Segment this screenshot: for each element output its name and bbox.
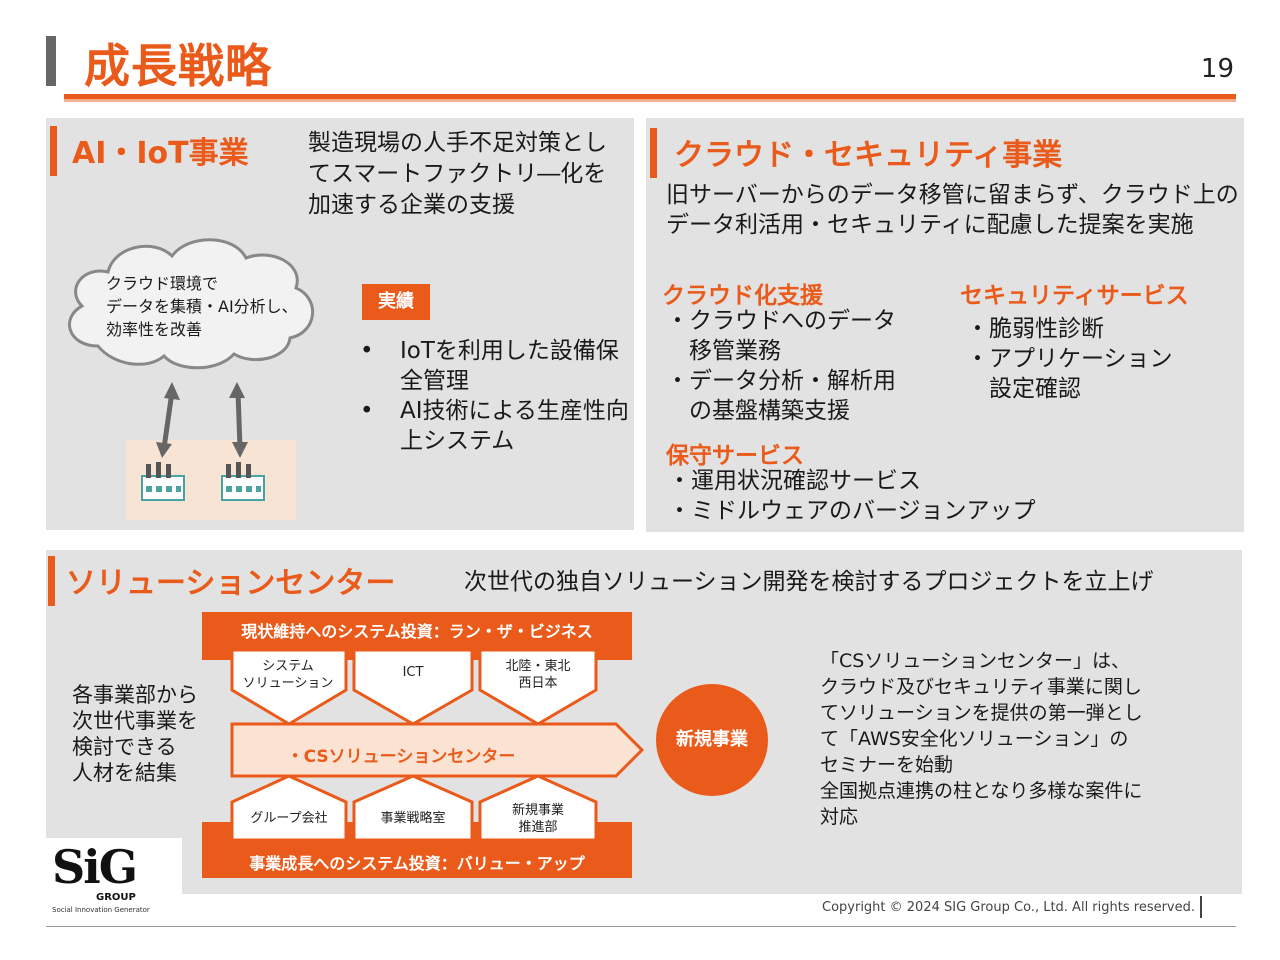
cloud-support-heading: クラウド化支援	[662, 283, 823, 309]
solution-center-description: 次世代の独自ソリューション開発を検討するプロジェクトを立上げ	[464, 569, 1154, 595]
ict-label: ICT	[354, 664, 472, 681]
regions-label: 北陸・東北 西日本	[480, 658, 596, 692]
text-line: 各事業部から	[72, 683, 198, 707]
list-item: • AI技術による生産性向上システム	[360, 396, 630, 456]
new-business-circle: 新規事業	[656, 684, 768, 796]
cloud-caption-line: クラウド環境で	[106, 274, 219, 293]
cloud-support-list: ・クラウドへのデータ 移管業務 ・データ分析・解析用 の基盤構築支援	[666, 306, 896, 426]
data-flow-arrows	[141, 382, 265, 501]
section-marker	[48, 556, 55, 606]
talent-gathering-text: 各事業部から 次世代事業を 検討できる 人材を結集	[72, 682, 198, 786]
pentagon-text: 新規事業 推進部	[511, 803, 564, 835]
page-number: 19	[1200, 54, 1234, 84]
text-line: てソリューションを提供の第一弾とし	[820, 702, 1143, 724]
solution-center-title: ソリューションセンター	[66, 566, 396, 601]
pentagon-text: 事業戦略室	[380, 811, 446, 826]
results-badge: 実績	[362, 284, 430, 320]
run-the-business-label: 現状維持へのシステム投資：ラン・ザ・ビジネス	[241, 622, 593, 641]
top-pentagon	[478, 648, 598, 726]
pentagon-text: システム ソリューション	[242, 659, 334, 691]
center-arrow	[230, 722, 645, 778]
results-list: • IoTを利用した設備保全管理 • AI技術による生産性向上システム	[360, 336, 630, 456]
logo-subtitle: Social Innovation Generator	[52, 906, 150, 914]
ai-iot-title: AI・IoT事業	[72, 136, 249, 171]
text-line: 人材を結集	[72, 761, 177, 785]
text-line: セミナーを始動	[820, 754, 954, 776]
list-item: の基盤構築支援	[666, 398, 850, 424]
list-item: ・データ分析・解析用	[666, 368, 896, 394]
cloud-security-title: クラウド・セキュリティ事業	[674, 138, 1063, 173]
list-item: ・運用状況確認サービス	[668, 468, 921, 494]
list-item: ・脆弱性診断	[966, 316, 1104, 342]
page-title: 成長戦略	[84, 39, 272, 93]
list-item: • IoTを利用した設備保全管理	[360, 336, 630, 396]
section-marker	[50, 126, 57, 176]
cs-center-explanation: 「CSソリューションセンター」は、 クラウド及びセキュリティ事業に関し てソリュ…	[820, 648, 1200, 830]
pentagon-text: 北陸・東北 西日本	[505, 659, 571, 691]
list-item: 移管業務	[666, 338, 781, 364]
security-service-heading: セキュリティサービス	[960, 283, 1189, 309]
cs-solution-center-label: ・CSソリューションセンター	[286, 747, 516, 767]
title-accent-bar	[46, 36, 56, 86]
group-companies-label: グループ会社	[232, 810, 346, 827]
maintenance-list: ・運用状況確認サービス ・ミドルウェアのバージョンアップ	[668, 466, 1036, 526]
ai-iot-description: 製造現場の人手不足対策としてスマートファクトリ―化を加速する企業の支援	[308, 130, 607, 218]
pentagon-text: ICT	[402, 665, 424, 680]
logo-wordmark: SiG	[52, 840, 138, 894]
copyright-notice: Copyright © 2024 SIG Group Co., Ltd. All…	[822, 900, 1196, 915]
strategy-office-label: 事業戦略室	[354, 810, 472, 827]
list-item: 設定確認	[966, 376, 1081, 402]
text-line: て「AWS安全化ソリューション」の	[820, 728, 1129, 750]
list-item-text: IoTを利用した設備保全管理	[400, 338, 619, 394]
bottom-pentagon	[478, 774, 598, 842]
value-up-label: 事業成長へのシステム投資：バリュー・アップ	[249, 854, 585, 873]
bottom-pentagon	[230, 774, 348, 842]
cloud-caption: クラウド環境で データを集積・AI分析し、 効率性を改善	[106, 272, 336, 341]
cloud-caption-line: 効率性を改善	[106, 320, 203, 339]
factory-icon	[221, 462, 265, 501]
text-line: 検討できる	[72, 735, 177, 759]
maintenance-heading: 保守サービス	[666, 443, 804, 469]
list-item-text: AI技術による生産性向上システム	[400, 398, 629, 454]
bullet: •	[360, 398, 374, 424]
system-solution-label: システム ソリューション	[232, 658, 344, 692]
list-item: ・クラウドへのデータ	[666, 308, 896, 334]
top-pentagon	[230, 648, 348, 726]
bottom-pentagon	[352, 774, 474, 842]
footer-divider	[46, 926, 1236, 927]
company-logo	[46, 838, 182, 918]
text-line: 次世代事業を	[72, 709, 198, 733]
cloud-icon	[67, 238, 314, 370]
text-line: 対応	[820, 806, 859, 828]
new-business-dept-label: 新規事業 推進部	[480, 802, 596, 836]
header-divider	[64, 94, 1236, 99]
solution-center-diagram	[202, 612, 645, 878]
list-item: ・ミドルウェアのバージョンアップ	[668, 498, 1036, 524]
bullet: •	[360, 338, 374, 364]
header-divider-shade	[64, 99, 1236, 102]
text-line: クラウド及びセキュリティ事業に関し	[820, 676, 1142, 698]
cloud-security-panel	[646, 118, 1244, 532]
pentagon-text: グループ会社	[250, 811, 328, 826]
top-pentagon	[352, 648, 474, 726]
copyright-divider	[1200, 896, 1202, 918]
security-service-list: ・脆弱性診断 ・アプリケーション 設定確認	[966, 314, 1173, 404]
cloud-security-description: 旧サーバーからのデータ移管に留まらず、クラウド上のデータ利活用・セキュリティに配…	[666, 182, 1239, 238]
list-item: ・アプリケーション	[966, 346, 1173, 372]
text-line: 「CSソリューションセンター」は、	[820, 650, 1130, 672]
section-marker	[650, 128, 657, 178]
factory-icon	[141, 462, 185, 501]
text-line: 全国拠点連携の柱となり多様な案件に	[820, 780, 1143, 802]
cloud-caption-line: データを集積・AI分析し、	[106, 297, 298, 316]
logo-group-text: GROUP	[96, 892, 136, 903]
